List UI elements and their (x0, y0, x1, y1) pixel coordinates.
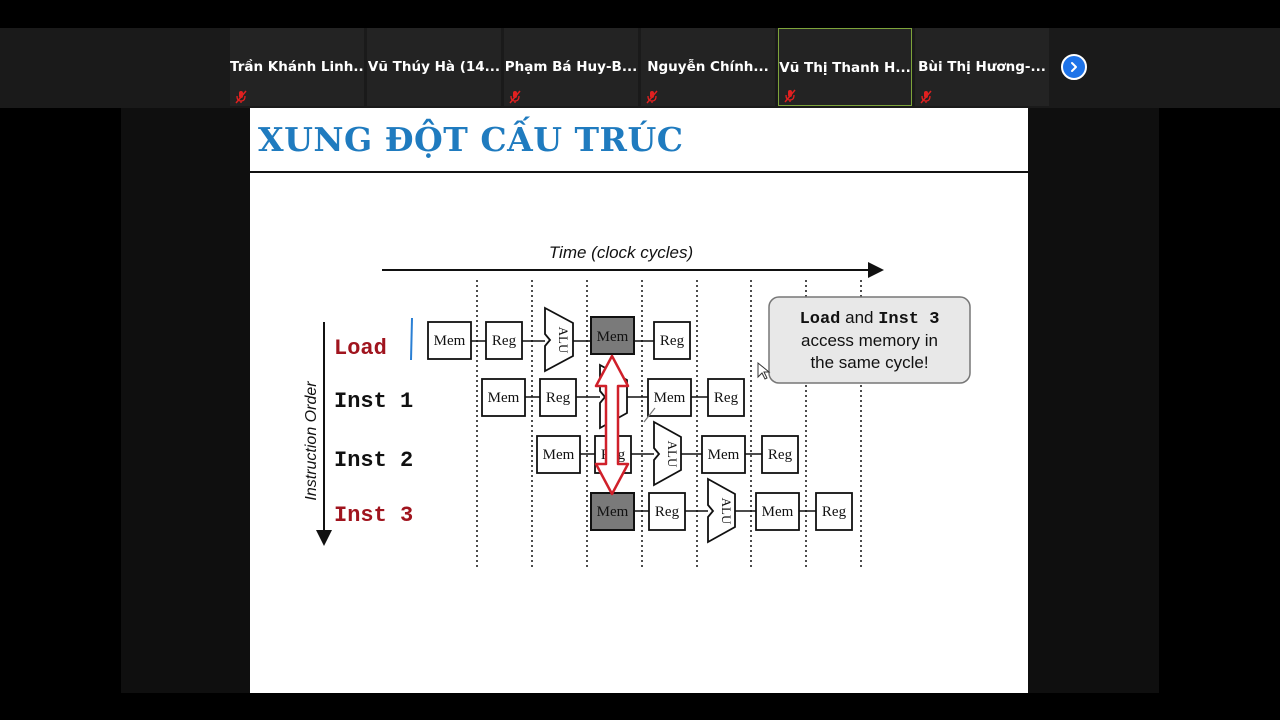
instruction-order-label: Instruction Order (303, 381, 320, 501)
title-divider (250, 171, 1028, 173)
reg-stage-label: Reg (768, 447, 793, 463)
cursor-mark (410, 317, 413, 361)
mic-muted-icon (235, 90, 247, 104)
participant-tile[interactable]: Trần Khánh Linh... (230, 28, 364, 106)
alu-stage-label: ALU (556, 327, 571, 354)
participant-tile[interactable]: Vũ Thúy Hà (14... (367, 28, 501, 106)
alu-stage (544, 306, 574, 373)
instruction-label-load: Load (334, 336, 387, 361)
reg-stage-label: Reg (546, 390, 571, 406)
chevron-right-icon (1071, 62, 1077, 72)
callout-box: Load and Inst 3 access memory in the sam… (768, 296, 971, 384)
participant-tile-active[interactable]: Vũ Thị Thanh H... (778, 28, 912, 106)
conflict-arrow (594, 354, 630, 496)
reg-stage (648, 492, 686, 531)
reg-stage-label: Reg (660, 333, 685, 349)
mem-stage-label: Mem (434, 333, 466, 349)
reg-stage (815, 492, 853, 531)
mem-stage (647, 378, 692, 417)
instruction-label-inst1: Inst 1 (334, 389, 413, 414)
callout-code-load: Load (800, 310, 841, 329)
clock-cycle-dividers (476, 280, 862, 570)
pipeline-row-load: Mem Reg ALU Mem Reg (427, 306, 691, 373)
svg-text:Load and Inst 3: Load and Inst 3 (800, 308, 940, 329)
callout-line3: the same cycle! (810, 353, 928, 372)
participant-tile[interactable]: Phạm Bá Huy-B... (504, 28, 638, 106)
alu-stage-label: ALU (665, 441, 680, 468)
mem-stage-label: Mem (597, 329, 629, 345)
participant-name: Trần Khánh Linh... (230, 59, 364, 75)
reg-stage (761, 435, 799, 474)
reg-stage-label: Reg (655, 504, 680, 520)
pipeline-row-inst3: Mem Reg ALU Mem Reg (590, 477, 853, 544)
participant-tile[interactable]: Nguyễn Chính... (641, 28, 775, 106)
alu-stage (707, 477, 736, 544)
reg-stage-label: Reg (492, 333, 517, 349)
mem-stage-label: Mem (597, 504, 629, 520)
mem-stage-label: Mem (654, 390, 686, 406)
participant-strip (0, 28, 1280, 108)
slide-title: XUNG ĐỘT CẤU TRÚC (258, 120, 684, 159)
mem-stage (427, 321, 472, 360)
next-participants-button[interactable] (1061, 54, 1087, 80)
alu-stage (653, 420, 682, 487)
participant-tile[interactable]: Bùi Thị Hương-... (915, 28, 1049, 106)
mouse-cursor-icon (757, 361, 771, 380)
mic-muted-icon (920, 90, 932, 104)
participant-name: Nguyễn Chính... (647, 59, 769, 75)
reg-stage-label: Reg (822, 504, 847, 520)
reg-stage (485, 321, 523, 360)
mem-stage-label: Mem (488, 390, 520, 406)
callout-text-and: and (840, 308, 878, 327)
pipeline-row-inst2: Mem Reg ALU Mem Reg (536, 420, 799, 487)
mic-muted-icon (646, 90, 658, 104)
shared-slide: XUNG ĐỘT CẤU TRÚC Time (clock cycles) In… (250, 108, 1028, 693)
reg-stage-label: Reg (714, 390, 739, 406)
alu-stage-label: ALU (719, 498, 734, 525)
mem-stage (481, 378, 526, 417)
mem-stage (755, 492, 800, 531)
mem-stage-label: Mem (543, 447, 575, 463)
mic-muted-icon (784, 89, 796, 103)
participant-name: Bùi Thị Hương-... (918, 59, 1046, 75)
mic-muted-icon (509, 90, 521, 104)
mem-stage-conflict (590, 316, 635, 355)
participant-name: Vũ Thị Thanh H... (779, 60, 911, 76)
instruction-label-inst3: Inst 3 (334, 503, 413, 528)
mem-stage (701, 435, 746, 474)
instruction-label-inst2: Inst 2 (334, 448, 413, 473)
callout-line2: access memory in (801, 331, 938, 350)
mem-stage-label: Mem (708, 447, 740, 463)
callout-code-inst3: Inst 3 (878, 310, 939, 329)
pipeline-diagram: Time (clock cycles) Instruction Order Lo… (303, 243, 971, 570)
participant-name: Vũ Thúy Hà (14... (367, 59, 501, 75)
reg-stage (653, 321, 691, 360)
mem-stage-label: Mem (762, 504, 794, 520)
time-axis-label: Time (clock cycles) (549, 243, 693, 262)
reg-stage (539, 378, 577, 417)
participant-name: Phạm Bá Huy-B... (504, 59, 638, 75)
mem-stage (536, 435, 581, 474)
reg-stage (707, 378, 745, 417)
